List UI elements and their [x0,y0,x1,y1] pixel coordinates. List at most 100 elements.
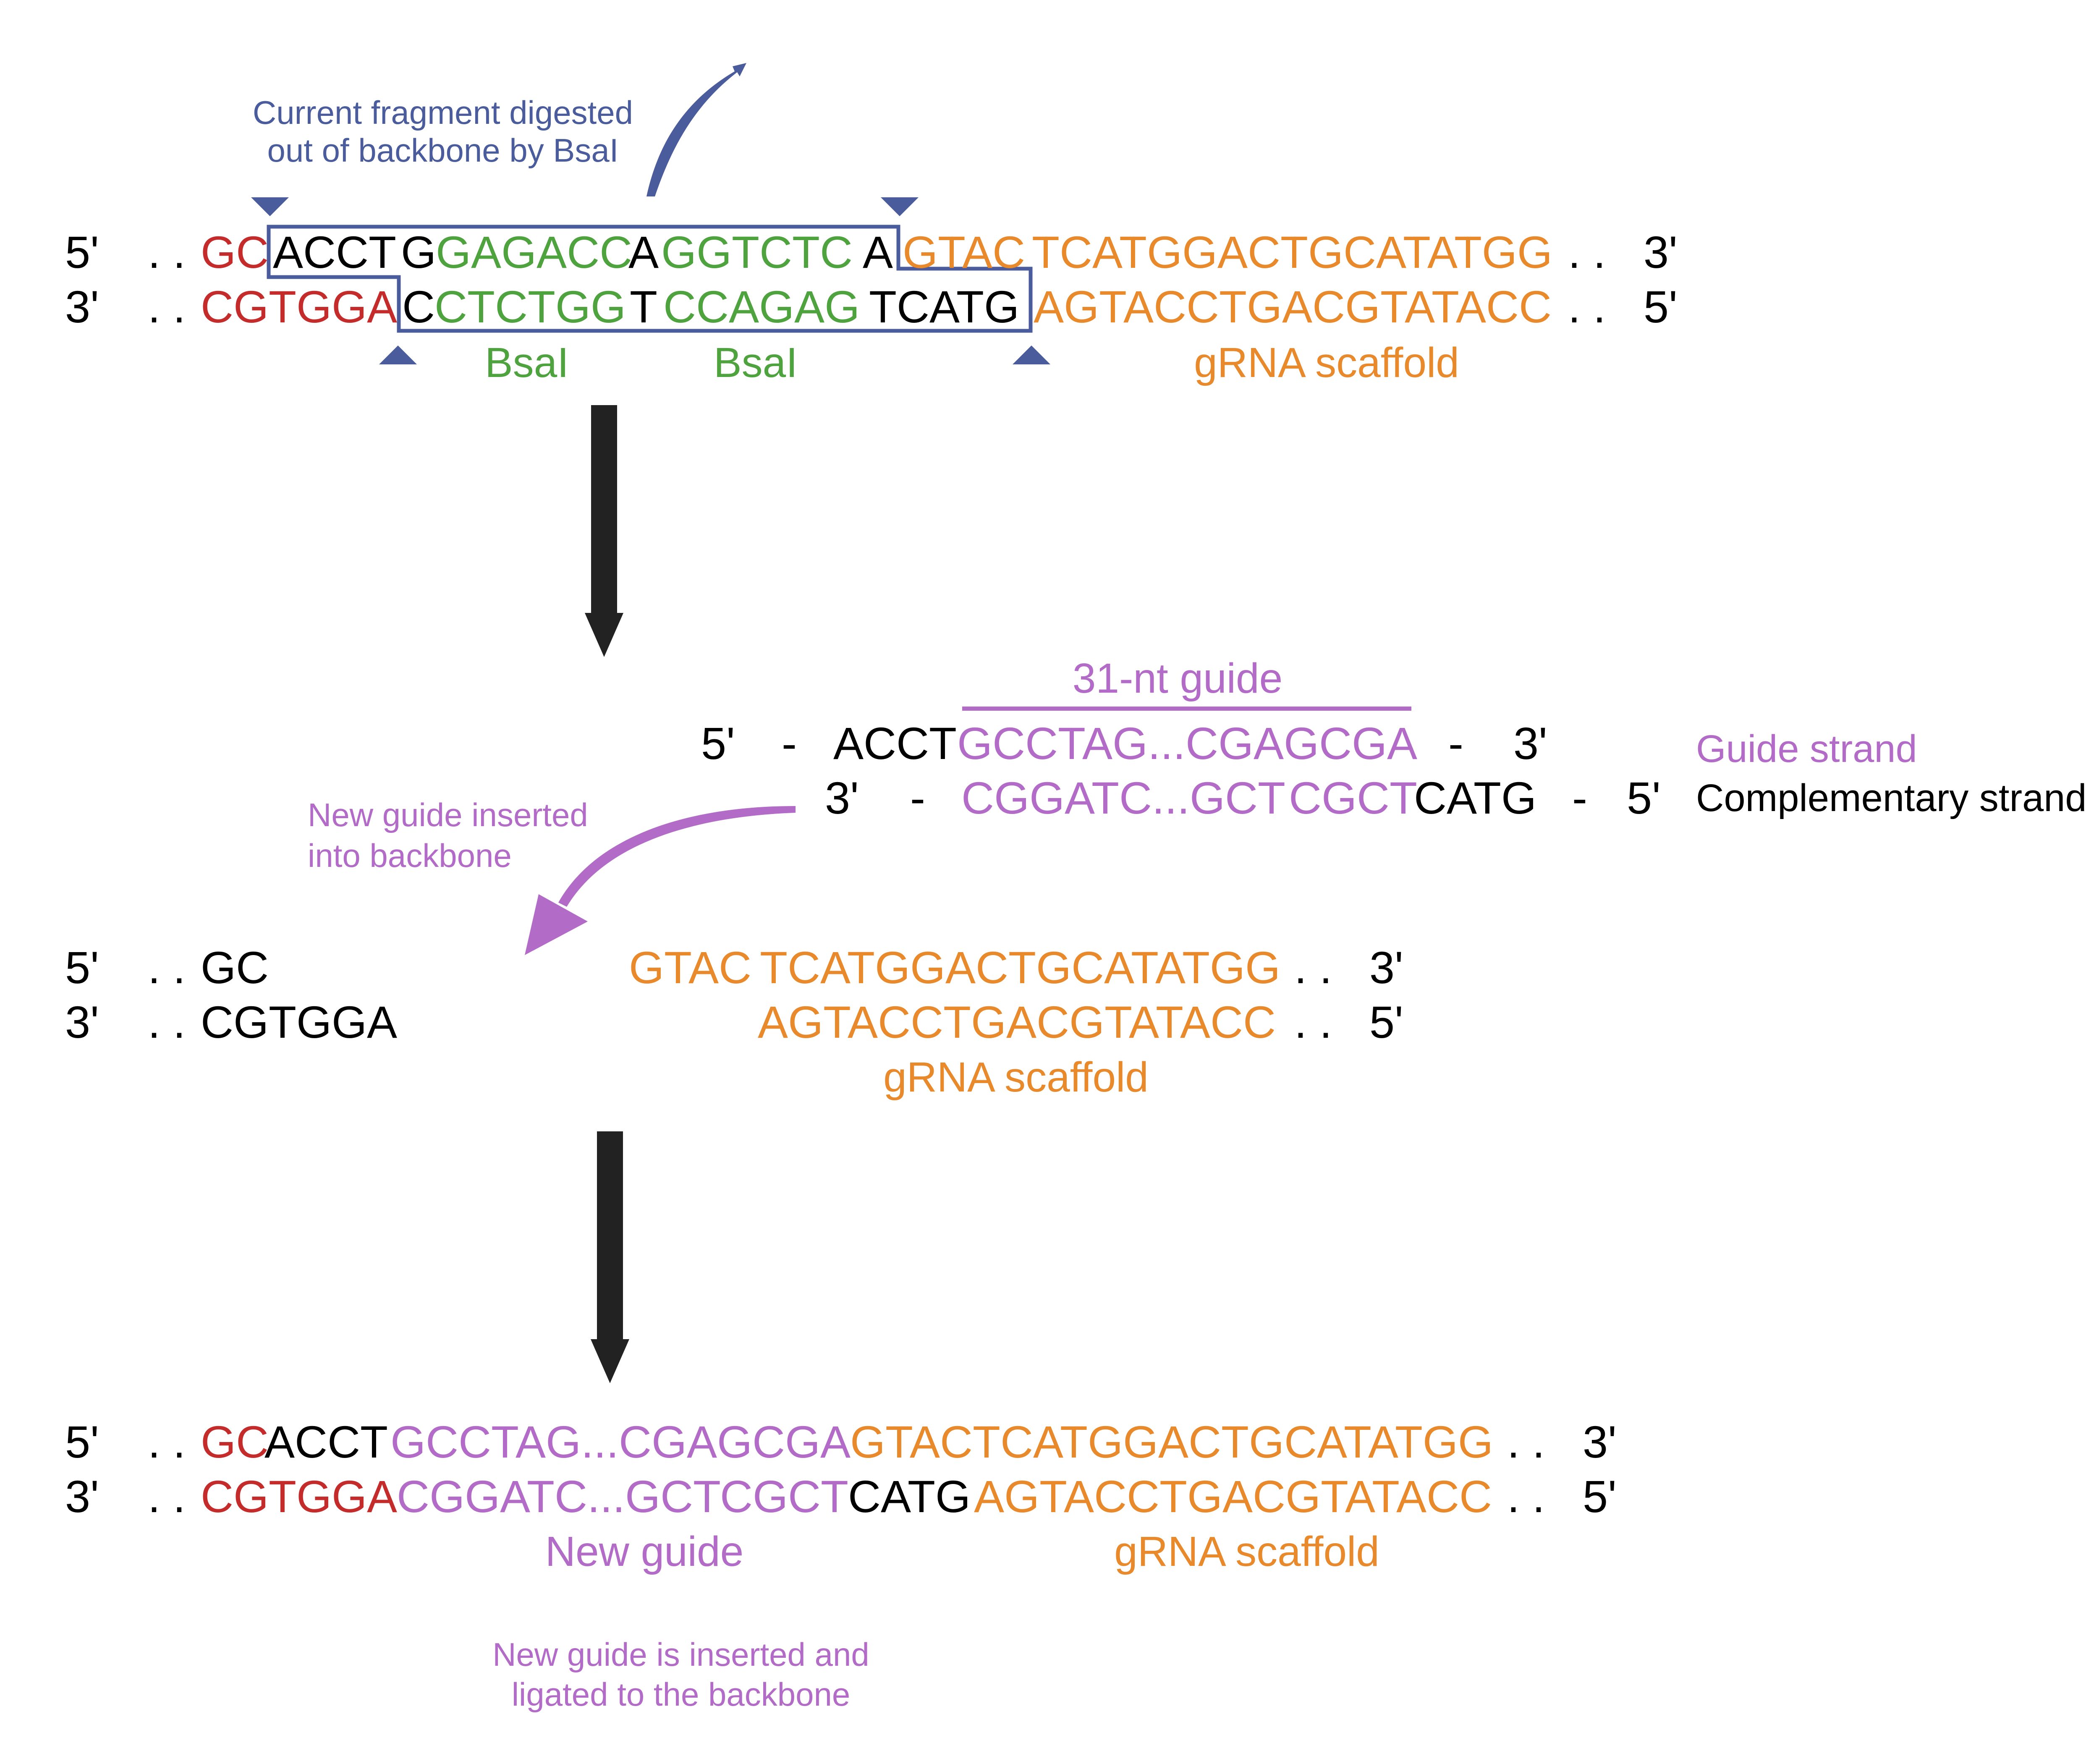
bsai-label: BsaI [485,339,569,386]
bsai-site-seq: CCAGAG [663,281,860,332]
prime-label: 3' [1513,718,1547,769]
overhang-seq: TCATG [869,281,1019,332]
ellipsis-left: . . [148,281,186,332]
triangle-marker-icon [1013,345,1050,364]
step4-ligated-product: 5' . . GC ACCT GCCTAG...CGAGCGA GTACTCAT… [65,1416,1617,1713]
step1-digestion: Current fragment digested out of backbon… [65,63,1678,386]
overhang-seq: ACCT [273,227,396,277]
prime-label: 3' [1644,227,1678,277]
guide-seq: CGCT [1289,772,1417,823]
bsai-site-seq: GAGACC [436,227,632,277]
step1-top-strand: 5' . . GC ACCT G GAGACC A GGTCTC A GTAC … [65,227,1678,277]
guide-length-label: 31-nt guide [1073,655,1282,702]
prime-label: 3' [65,281,99,332]
guide-strand-label: Guide strand [1696,728,1917,770]
grna-scaffold-label: gRNA scaffold [883,1054,1149,1101]
guide-seq: CGCT [720,1471,848,1522]
final-note-line1: New guide is inserted and [492,1636,869,1673]
digest-annotation-line1: Current fragment digested [253,94,633,131]
prime-label: 5' [65,942,99,993]
ellipsis-left: . . [148,227,186,277]
step3-opened-backbone: 5' . . GC GTAC TCATGGACTGCATATGG . . 3' … [65,942,1403,1101]
spacer-base: G [401,227,436,277]
curved-arrow-icon [646,63,746,196]
guide-seq: CGGATC...GCT [961,772,1285,823]
guide-seq: GCCTAG...CGAGCGA [957,718,1417,769]
spacer-base: C [402,281,435,332]
spacer-base: A [628,227,659,277]
prime-label: 3' [65,1471,99,1522]
overhang-seq: ACCT [833,718,957,769]
backbone-seq-red: CGTGGA [201,281,397,332]
prime-label: 5' [1627,772,1661,823]
bsai-label: BsaI [714,339,798,386]
scaffold-seq: TCATGGACTGCATATGG [1032,227,1552,277]
triangle-marker-icon [379,345,417,364]
ellipsis-left: . . [148,997,186,1047]
dash: - [782,718,797,769]
backbone-seq-red: CGTGGA [201,1471,397,1522]
ellipsis-left: . . [148,1416,186,1467]
ellipsis-left: . . [148,942,186,993]
insert-note-line1: New guide inserted [308,796,588,833]
down-arrow-icon [585,405,623,657]
prime-label: 5' [1369,997,1403,1047]
grna-scaffold-label: gRNA scaffold [1194,339,1459,386]
down-arrow-icon [591,1131,629,1383]
ellipsis-right: . . [1507,1416,1545,1467]
prime-label: 3' [65,997,99,1047]
backbone-seq-red: GC [201,1416,269,1467]
overhang-seq: ACCT [264,1416,388,1467]
insert-note-line2: into backbone [308,837,512,874]
triangle-marker-icon [881,197,919,216]
backbone-seq: CGTGGA [201,997,397,1047]
curved-arrow-icon [558,806,796,907]
step3-bottom-strand: 3' . . CGTGGA AGTACCTGACGTATACC . . 5' [65,997,1403,1047]
spacer-base: A [863,227,893,277]
dash: - [910,772,925,823]
prime-label: 5' [1644,281,1678,332]
scaffold-seq: GTACTCATGGACTGCATATGG [850,1416,1493,1467]
guide-strand: 5' - ACCT GCCTAG...CGAGCGA - 3' [701,718,1547,769]
prime-label: 5' [1583,1471,1617,1522]
ellipsis-right: . . [1568,281,1606,332]
dash: - [1572,772,1587,823]
ellipsis-left: . . [148,1471,186,1522]
prime-label: 5' [65,1416,99,1467]
guide-seq: GCCTAG...CGAGCGA [390,1416,851,1467]
backbone-seq-red: GC [201,227,269,277]
prime-label: 5' [701,718,735,769]
prime-label: 3' [825,772,859,823]
ellipsis-right: . . [1294,942,1332,993]
step3-top-strand: 5' . . GC GTAC TCATGGACTGCATATGG . . 3' [65,942,1403,993]
ellipsis-right: . . [1294,997,1332,1047]
step4-bottom-strand: 3' . . CGTGGA CGGATC...GCT CGCT CATG AGT… [65,1471,1617,1522]
step2-new-guide-oligo: 31-nt guide 5' - ACCT GCCTAG...CGAGCGA -… [308,655,2087,955]
complementary-strand: 3' - CGGATC...GCT CGCT CATG - 5' [825,772,1661,823]
triangle-marker-icon [251,197,289,216]
ellipsis-right: . . [1507,1471,1545,1522]
scaffold-seq: AGTACCTGACGTATACC [1034,281,1552,332]
complementary-strand-label: Complementary strand [1696,777,2087,819]
grna-scaffold-label: gRNA scaffold [1114,1528,1379,1575]
prime-label: 3' [1369,942,1403,993]
step1-bottom-strand: 3' . . CGTGGA C CTCTGG T CCAGAG TCATG AG… [65,281,1678,332]
guide-seq: CGGATC...GCT [397,1471,721,1522]
new-guide-label: New guide [545,1528,744,1575]
dash: - [1448,718,1463,769]
scaffold-seq: TCATGGACTGCATATGG [760,942,1280,993]
scaffold-seq: AGTACCTGACGTATACC [974,1471,1492,1522]
backbone-seq: GC [201,942,269,993]
prime-label: 3' [1583,1416,1617,1467]
scaffold-seq: GTAC [903,227,1025,277]
guide-bracket-line [962,707,1411,711]
digest-annotation-line2: out of backbone by BsaI [267,132,619,169]
step4-top-strand: 5' . . GC ACCT GCCTAG...CGAGCGA GTACTCAT… [65,1416,1617,1467]
prime-label: 5' [65,227,99,277]
spacer-base: T [630,281,657,332]
ellipsis-right: . . [1568,227,1606,277]
bsai-site-seq: CTCTGG [434,281,626,332]
overhang-seq: CATG [1414,772,1536,823]
excised-fragment-outline [267,225,1033,333]
